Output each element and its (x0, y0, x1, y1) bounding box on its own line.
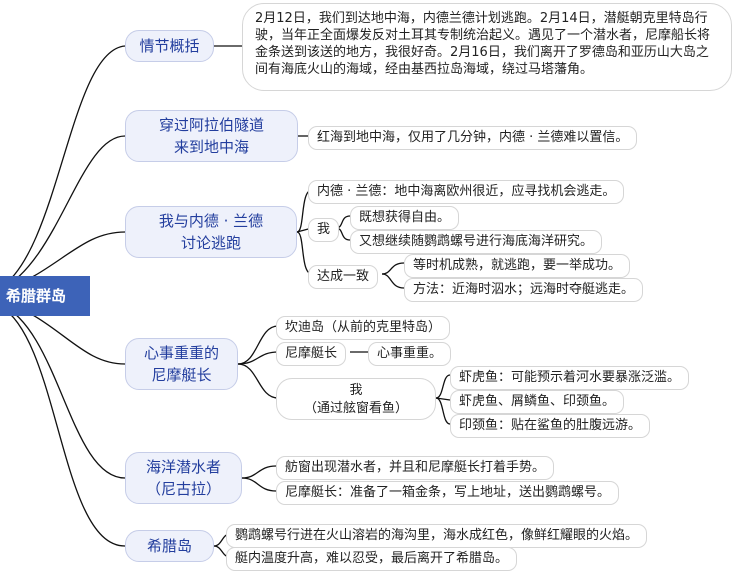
topic-label: 心事重重的 (143, 344, 219, 362)
topic-label: 穿过阿拉伯隧道 (158, 116, 264, 134)
tunnel-text[interactable]: 红海到地中海，仅用了几分钟，内德 · 兰德难以置信。 (308, 126, 638, 150)
agree-item[interactable]: 等时机成熟，就逃跑，要一举成功。 (404, 254, 631, 278)
topic-label: 希腊岛 (146, 537, 192, 555)
connector (0, 45, 126, 289)
connector (0, 305, 126, 547)
nemo-label[interactable]: 尼摩艇长 (276, 342, 347, 366)
agree-label[interactable]: 达成一致 (308, 265, 379, 289)
greek-island-item[interactable]: 鹦鹉螺号行进在火山溶岩的海沟里，海水成红色，像鲜红耀眼的火焰。 (226, 524, 648, 548)
topic-diver[interactable]: 海洋潜水者 （尼古拉） (125, 452, 242, 504)
crete-island[interactable]: 坎迪岛（从前的克里特岛） (276, 316, 451, 340)
topic-arabian-tunnel[interactable]: 穿过阿拉伯隧道 来到地中海 (125, 110, 298, 162)
window-label[interactable]: 我 （通过舷窗看鱼） (276, 378, 436, 420)
topic-escape-discussion[interactable]: 我与内德 · 兰德 讨论逃跑 (125, 206, 297, 258)
topic-captain-nemo[interactable]: 心事重重的 尼摩艇长 (125, 338, 238, 390)
ned-opinion[interactable]: 内德 · 兰德：地中海离欧州很近，应寻找机会逃走。 (308, 180, 625, 204)
topic-label: 来到地中海 (173, 138, 249, 156)
topic-label: （尼古拉） (145, 480, 221, 498)
greek-island-item[interactable]: 艇内温度升高，难以忍受，最后离开了希腊岛。 (226, 547, 518, 571)
plot-summary-text[interactable]: 2月12日，我们到达地中海，内德兰德计划逃跑。2月14日，潜艇朝克里特岛行驶，当… (242, 3, 732, 91)
diver-item[interactable]: 尼摩艇长：准备了一箱金条，写上地址，送出鹦鹉螺号。 (276, 481, 620, 505)
topic-label: 情节概括 (139, 37, 200, 55)
fish-item[interactable]: 虾虎鱼：可能预示着河水要暴涨泛滥。 (450, 366, 690, 390)
topic-label: 讨论逃跑 (180, 234, 241, 252)
topic-greek-island[interactable]: 希腊岛 (125, 530, 214, 562)
connector (0, 303, 126, 479)
me-item[interactable]: 既想获得自由。 (350, 206, 460, 230)
diver-item[interactable]: 舫窗出现潜水者，并且和尼摩艇长打着手势。 (276, 456, 555, 480)
topic-label: 海洋潜水者 (145, 458, 221, 476)
topic-plot-summary[interactable]: 情节概括 (125, 30, 214, 62)
me-label[interactable]: 我 (308, 218, 340, 242)
window-label-line: （通过舷窗看鱼） (303, 401, 408, 416)
topic-label: 我与内德 · 兰德 (158, 212, 264, 230)
me-item[interactable]: 又想继续随鹦鹉螺号进行海底海洋研究。 (350, 230, 603, 254)
window-label-line: 我 (349, 383, 363, 398)
connector (0, 135, 126, 291)
agree-item[interactable]: 方法：近海时泅水；远海时夺艇逃走。 (404, 278, 644, 302)
fish-item[interactable]: 虾虎鱼、屑鳞鱼、印颈鱼。 (450, 390, 625, 414)
topic-label: 尼摩艇长 (151, 366, 212, 384)
root-node[interactable]: 希腊群岛 (0, 276, 90, 316)
fish-item[interactable]: 印颈鱼：贴在鲨鱼的肚腹远游。 (450, 414, 651, 438)
nemo-item[interactable]: 心事重重。 (368, 342, 452, 366)
